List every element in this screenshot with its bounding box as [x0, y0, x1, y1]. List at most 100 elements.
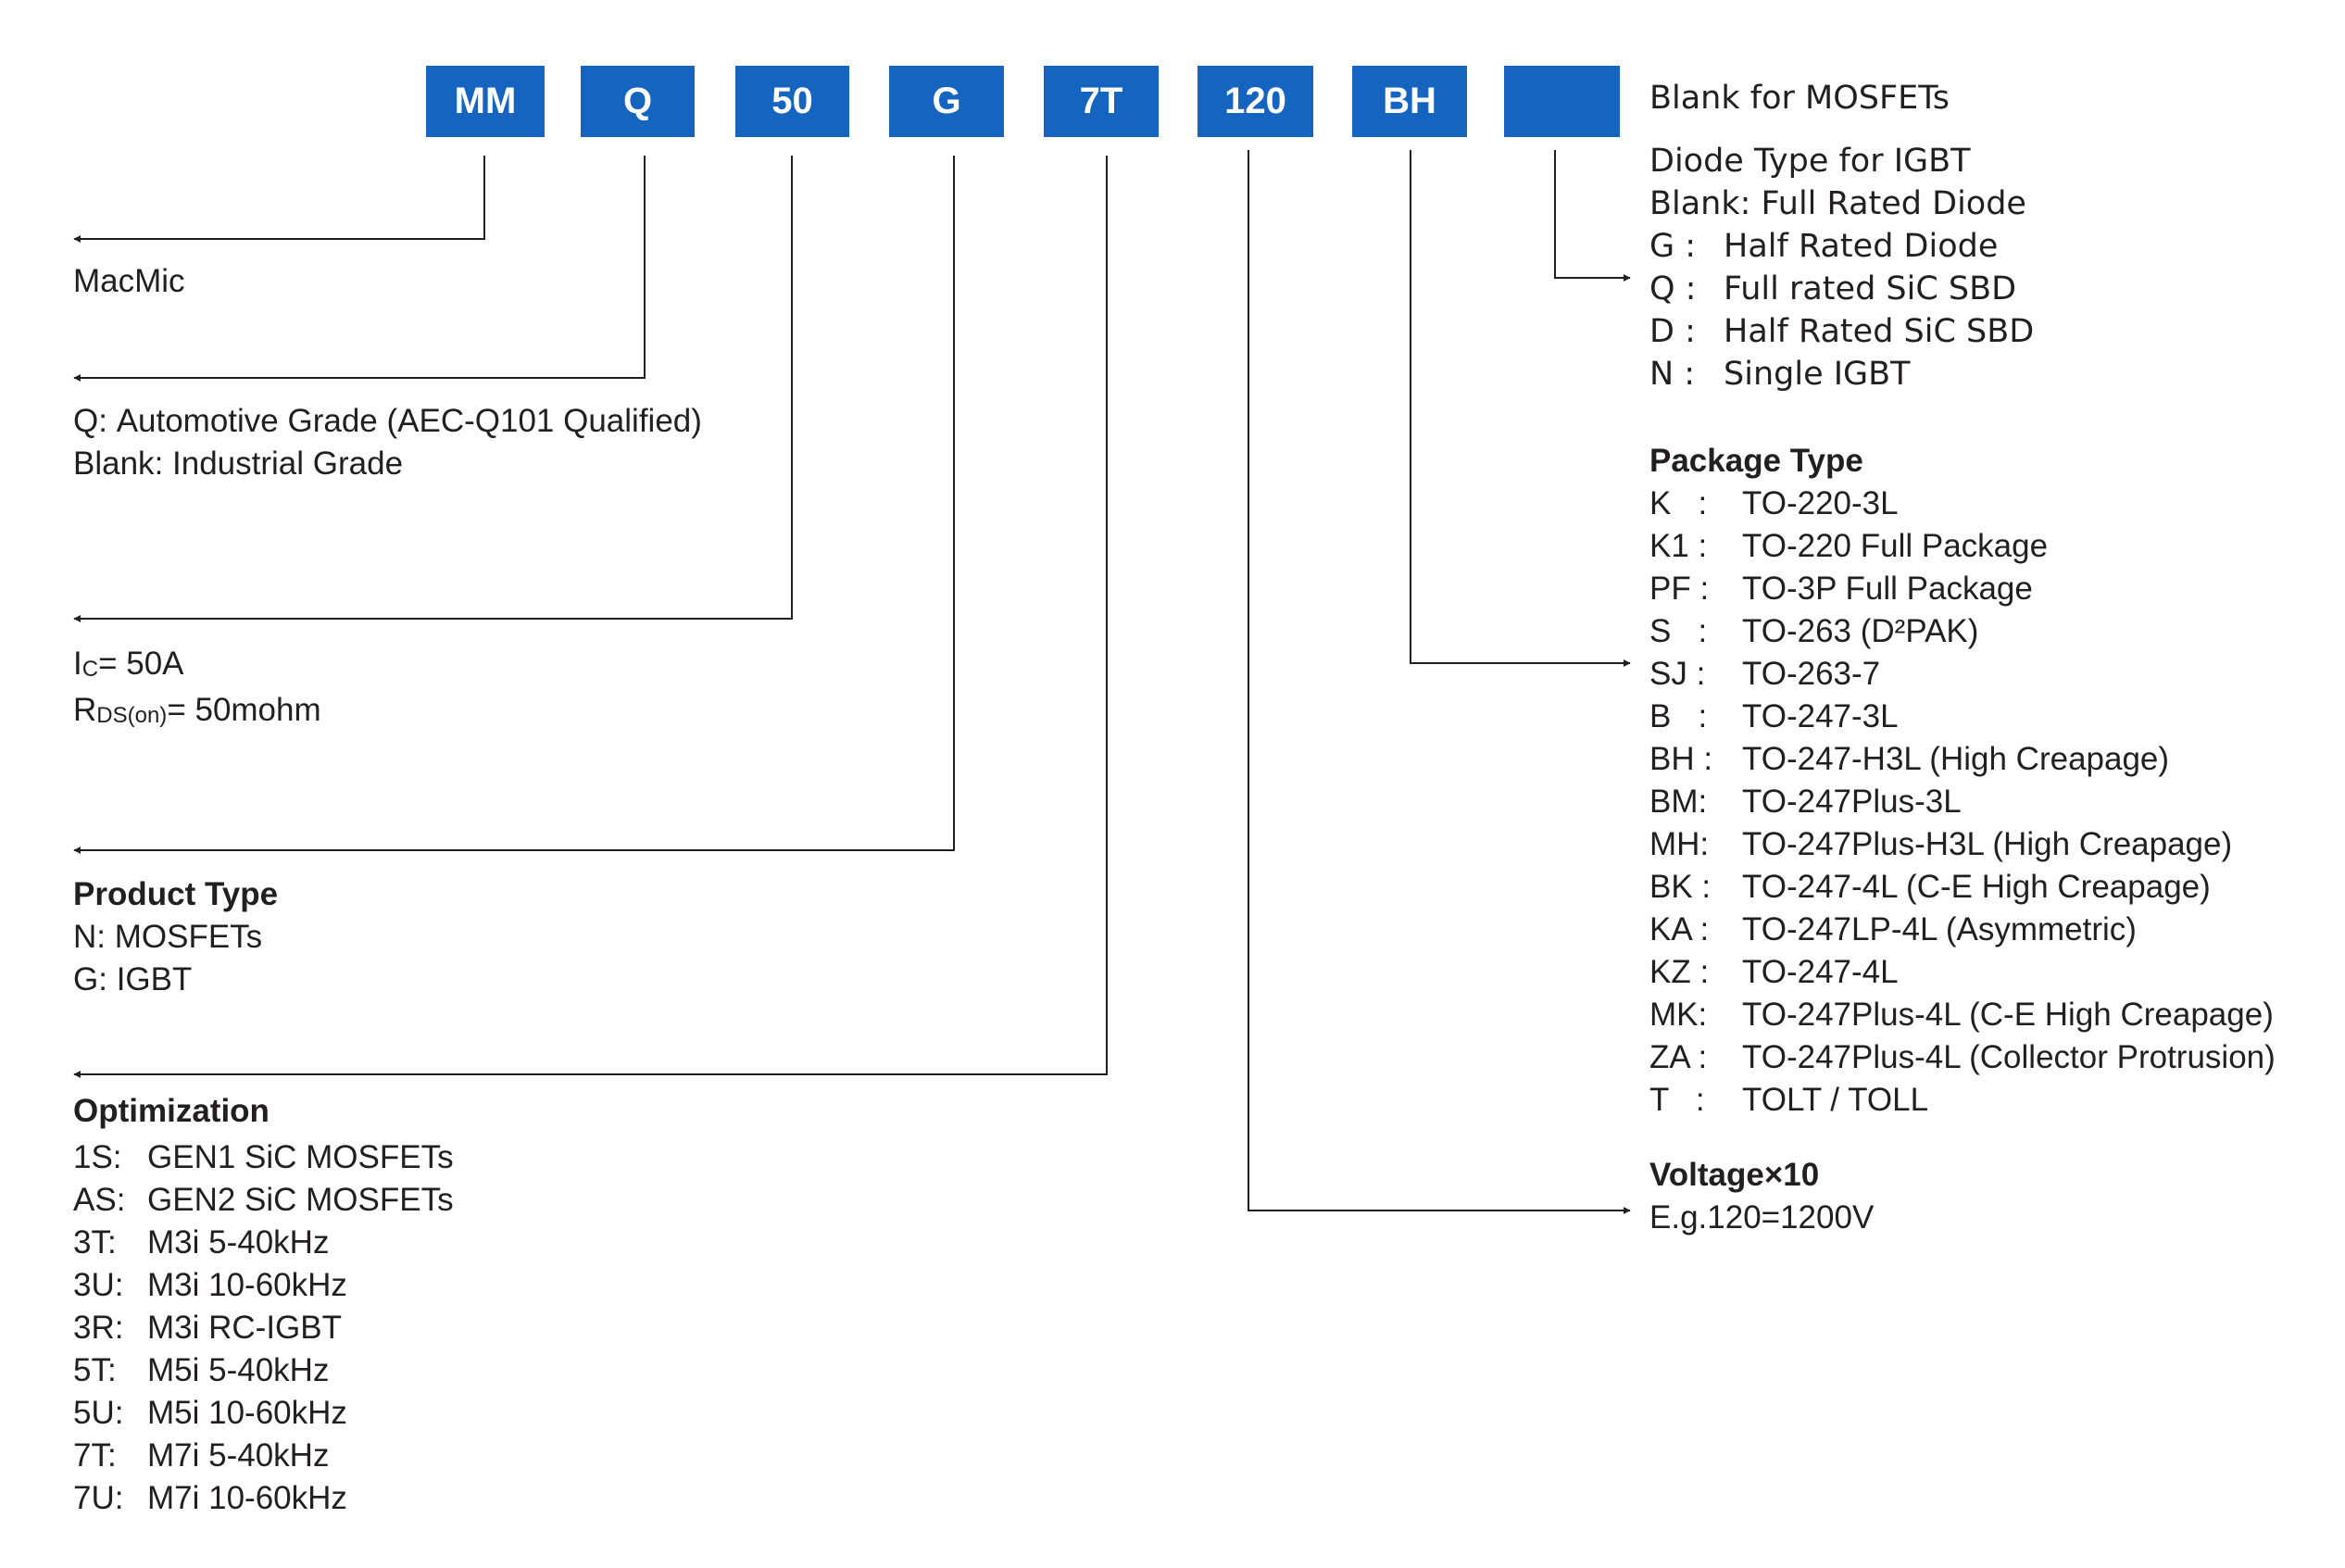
package-code: BM: [1649, 784, 1708, 820]
grade-q-sep: : [98, 403, 117, 439]
diode-type-item: D :Half Rated SiC SBD [1649, 310, 2034, 353]
connector-diode [1554, 150, 1631, 282]
package-text: TO-247Plus-4L (C-E High Creapage) [1742, 997, 2274, 1033]
package-text: TO-3P Full Package [1742, 571, 2033, 607]
brand-label: MacMic [73, 260, 185, 303]
code-box-diode [1504, 66, 1620, 137]
diode-type-code: G : [1649, 228, 1697, 265]
package-type-item: B : TO-247-3L [1649, 696, 2276, 738]
grade-blank-code: Blank [73, 445, 155, 482]
optimization-code: 1S: [73, 1139, 122, 1175]
diode-type-blank: Blank: Full Rated Diode [1649, 185, 2026, 222]
diode-type-text: Half Rated Diode [1724, 228, 1999, 265]
grade-section: Q: Automotive Grade (AEC-Q101 Qualified)… [73, 400, 702, 485]
package-type-item: KA : TO-247LP-4L (Asymmetric) [1649, 909, 2276, 951]
code-box-voltage: 120 [1198, 66, 1313, 137]
package-code: BH : [1649, 741, 1713, 777]
package-text: TO-247Plus-4L (Collector Protrusion) [1742, 1039, 2276, 1075]
package-type-item: ZA : TO-247Plus-4L (Collector Protrusion) [1649, 1036, 2276, 1079]
grade-row-blank: Blank: Industrial Grade [73, 443, 702, 485]
package-type-item: SJ : TO-263-7 [1649, 653, 2276, 696]
package-type-item: MH: TO-247Plus-H3L (High Creapage) [1649, 823, 2276, 866]
package-text: TO-220 Full Package [1742, 528, 2049, 564]
optimization-text: GEN2 SiC MOSFETs [147, 1182, 454, 1218]
optimization-text: M3i 10-60kHz [147, 1267, 347, 1303]
optimization-code: AS: [73, 1182, 126, 1218]
optimization-text: M3i 5-40kHz [147, 1224, 330, 1261]
package-code: ZA : [1649, 1039, 1708, 1075]
optimization-text: M3i RC-IGBT [147, 1310, 342, 1346]
package-code: KA : [1649, 911, 1710, 947]
package-code: S : [1649, 613, 1708, 649]
diode-type-code: Q : [1649, 270, 1697, 307]
optimization-code: 3U: [73, 1267, 124, 1303]
optimization-text: M7i 10-60kHz [147, 1480, 347, 1516]
diode-type-text: Full rated SiC SBD [1724, 270, 2017, 307]
package-type-item: BH :TO-247-H3L (High Creapage) [1649, 738, 2276, 781]
optimization-item: 1S: GEN1 SiC MOSFETs [73, 1136, 454, 1179]
code-box-product-type: G [889, 66, 1004, 137]
optimization-code: 3R: [73, 1310, 124, 1346]
grade-row-q: Q: Automotive Grade (AEC-Q101 Qualified) [73, 400, 702, 443]
voltage-example: E.g.120=1200V [1649, 1199, 1875, 1236]
product-type-item: N: MOSFETs [73, 916, 278, 959]
package-type-item: T :TOLT / TOLL [1649, 1079, 2276, 1122]
package-text: TO-220-3L [1742, 485, 1899, 521]
optimization-text: M7i 5-40kHz [147, 1437, 330, 1474]
package-text: TO-247LP-4L (Asymmetric) [1742, 911, 2137, 947]
diode-type-item: G : Half Rated Diode [1649, 225, 2034, 268]
product-type-item: G: IGBT [73, 959, 278, 1001]
package-text: TO-247Plus-H3L (High Creapage) [1742, 826, 2233, 862]
package-text: TO-263-7 [1742, 656, 1881, 692]
package-code: B : [1649, 698, 1708, 734]
product-type-title: Product Type [73, 876, 279, 912]
package-code: SJ : [1649, 656, 1706, 692]
product-type-sep: : [96, 919, 115, 955]
optimization-code: 7U: [73, 1480, 124, 1516]
voltage-title: Voltage×10 [1649, 1157, 1820, 1193]
package-type-item: S : TO-263 (D²PAK) [1649, 610, 2276, 653]
code-box-mm: MM [426, 66, 545, 137]
product-type-text: MOSFETs [114, 919, 263, 955]
diode-type-text: Half Rated SiC SBD [1724, 313, 2035, 350]
optimization-item: 7T: M7i 5-40kHz [73, 1435, 454, 1477]
package-code: K : [1649, 485, 1708, 521]
package-code: K1 : [1649, 528, 1708, 564]
package-code: PF : [1649, 571, 1710, 607]
ic-subscript: C [82, 657, 99, 682]
grade-blank-sep: : [154, 445, 173, 482]
voltage-section: Voltage×10 E.g.120=1200V [1649, 1154, 1874, 1239]
optimization-text: GEN1 SiC MOSFETs [147, 1139, 454, 1175]
optimization-code: 7T: [73, 1437, 117, 1474]
package-type-item: K1 : TO-220 Full Package [1649, 525, 2276, 568]
mosfet-blank-text: Blank for MOSFETs [1649, 80, 1950, 117]
diode-type-text: Single IGBT [1724, 356, 1911, 393]
optimization-code: 5U: [73, 1395, 124, 1431]
diode-type-section: Diode Type for IGBT Blank: Full Rated Di… [1649, 140, 2034, 395]
optimization-code: 3T: [73, 1224, 117, 1261]
package-code: T : [1649, 1082, 1705, 1118]
connector-optimization [73, 156, 1108, 1078]
package-text: TO-247-3L [1742, 698, 1899, 734]
grade-q-text: Automotive Grade (AEC-Q101 Qualified) [116, 403, 702, 439]
diode-type-code: N : [1649, 356, 1696, 393]
optimization-item: 5T:M5i 5-40kHz [73, 1349, 454, 1392]
product-type-code: G [73, 961, 99, 997]
package-text: TO-263 (D²PAK) [1742, 613, 1979, 649]
package-type-item: MK:TO-247Plus-4L (C-E High Creapage) [1649, 994, 2276, 1036]
grade-blank-text: Industrial Grade [172, 445, 404, 482]
connector-rating [73, 156, 793, 622]
grade-q-code: Q [73, 403, 99, 439]
connector-product-type [73, 156, 955, 854]
package-code: MH: [1649, 826, 1710, 862]
package-type-item: KZ :TO-247-4L [1649, 951, 2276, 994]
connector-brand [73, 156, 485, 243]
optimization-item: 3U: M3i 10-60kHz [73, 1264, 454, 1307]
code-box-q: Q [581, 66, 695, 137]
optimization-item: AS: GEN2 SiC MOSFETs [73, 1179, 454, 1222]
package-type-item: K : TO-220-3L [1649, 483, 2276, 525]
rds-subscript: DS(on) [96, 703, 168, 728]
package-text: TO-247Plus-3L [1742, 784, 1962, 820]
